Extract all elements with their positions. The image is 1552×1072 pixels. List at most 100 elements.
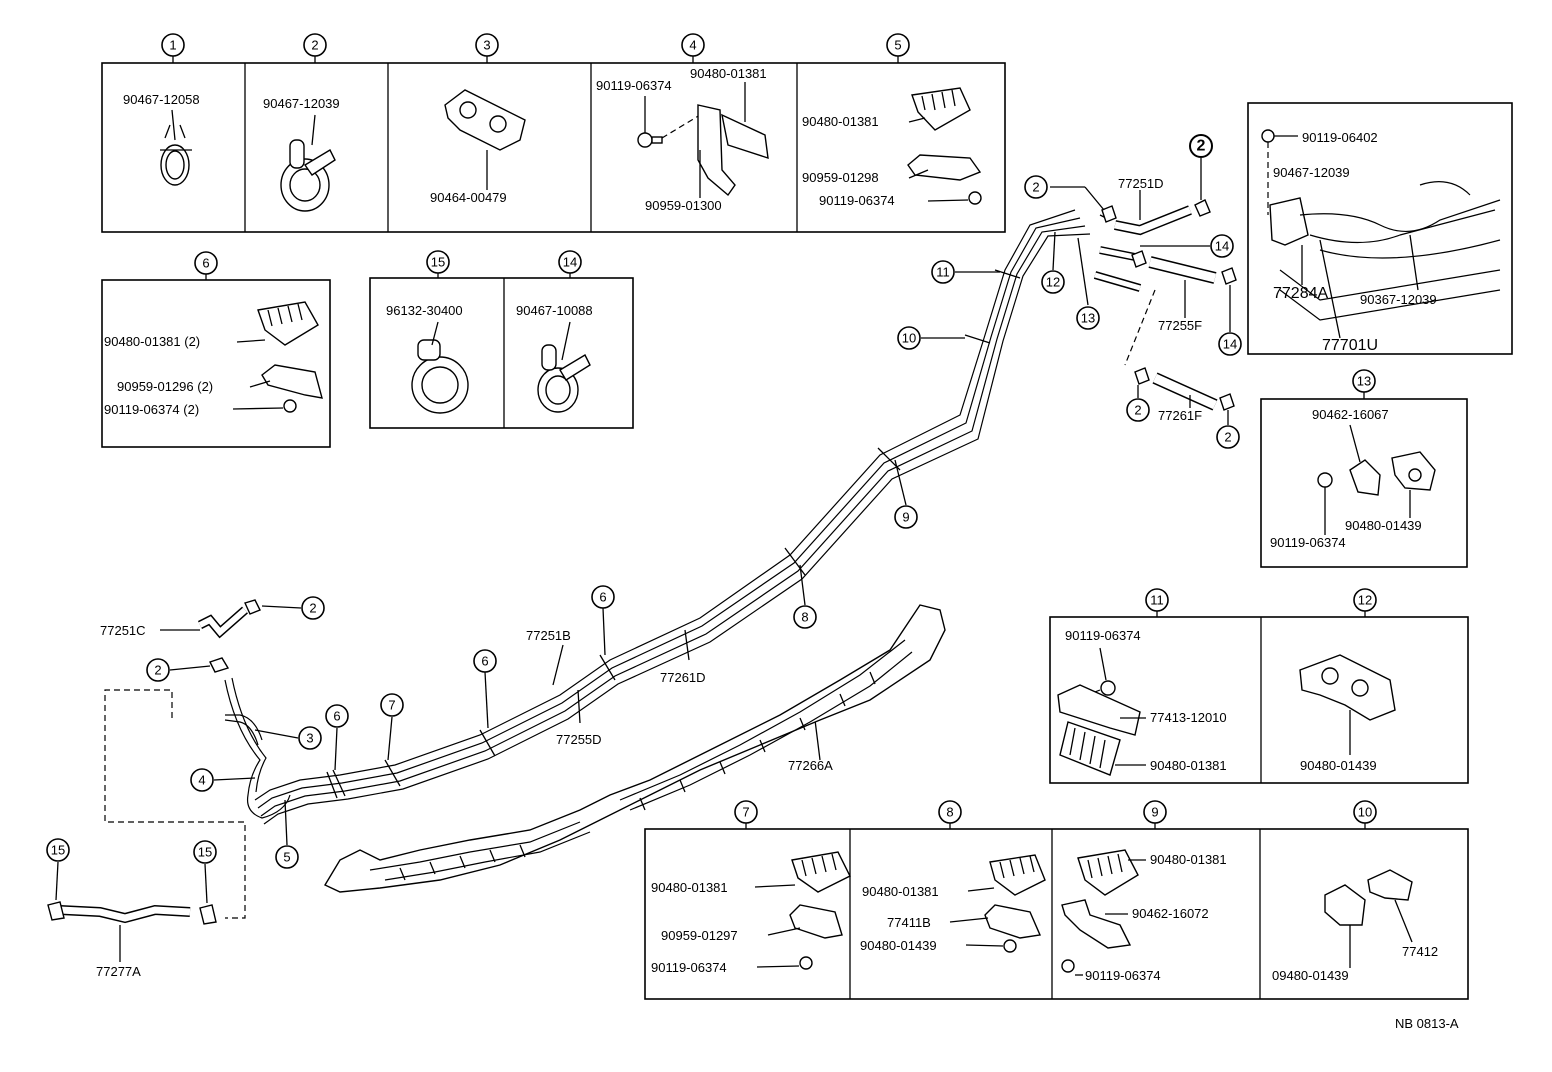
callout-number: 6 (599, 590, 606, 605)
part-number: 90959-01297 (661, 928, 738, 943)
clamp-bracket-part (1057, 647, 1146, 776)
group-8: 8 90480-01381 77411B 90480-01439 (860, 800, 1046, 953)
group-2: 2 90467-12039 (263, 33, 340, 212)
callout-number: 3 (306, 731, 313, 746)
tank-part (1261, 129, 1501, 339)
group-11: 11 90119-06374 77413-12010 90480-01381 (1057, 588, 1227, 776)
part-number: 90480-01439 (1345, 518, 1422, 533)
group-4: 4 90119-06374 90480-01381 90959-01300 (596, 33, 769, 213)
group-14: 14 90467-10088 (516, 250, 593, 413)
callout-number: 15 (51, 843, 65, 858)
group-11-12-box (1049, 616, 1469, 784)
group-6: 6 90480-01381 (2) 90959-01296 (2) 90119-… (101, 251, 331, 448)
part-number: 90480-01381 (651, 880, 728, 895)
drawing-code: NB 0813-A (1395, 1016, 1459, 1031)
callout-number: 6 (333, 709, 340, 724)
part-number: 90480-01381 (862, 884, 939, 899)
part-number: 77251C (100, 623, 146, 638)
callout-number: 4 (198, 773, 205, 788)
part-number: 77251B (526, 628, 571, 643)
callout-number: 2 (309, 601, 316, 616)
callout-number: 2 (1032, 180, 1039, 195)
callout-number: 13 (1081, 311, 1095, 326)
part-number: 90119-06374 (2) (104, 402, 199, 417)
part-number: 09480-01439 (1272, 968, 1349, 983)
clamp-part (1299, 654, 1396, 755)
callout-number: 10 (902, 331, 916, 346)
part-number: 77412 (1402, 944, 1438, 959)
hose-clip-part (160, 109, 192, 186)
part-number: 90464-00479 (430, 190, 507, 205)
clamp-set-part (754, 851, 851, 970)
callout-number: 7 (388, 698, 395, 713)
part-number: 90462-16067 (1312, 407, 1389, 422)
part-number: 90119-06374 (1065, 628, 1141, 643)
callout-number: 13 (1357, 374, 1371, 389)
callout-number: 11 (936, 265, 950, 280)
callout-number: 1 (169, 38, 176, 53)
part-number: 90467-12039 (1273, 165, 1350, 180)
callout-number: 2 (1224, 430, 1231, 445)
clamp-set-part (1061, 849, 1146, 976)
part-number: 90462-16072 (1132, 906, 1209, 921)
group-3: 3 90464-00479 (430, 33, 526, 205)
callout-number: 9 (902, 510, 909, 525)
part-number: 77266A (788, 758, 833, 773)
callout-number: 2 (154, 663, 161, 678)
part-number: 77284A (1273, 285, 1328, 302)
clamp-part (444, 89, 526, 190)
callout-number: 2 (1197, 138, 1206, 155)
part-number: 90467-10088 (516, 303, 593, 318)
part-number: 90119-06402 (1302, 130, 1378, 145)
callout-number: 6 (202, 256, 209, 271)
callout-number: 5 (894, 38, 901, 53)
fuel-line-assembly (47, 158, 1237, 962)
tank-inset: 90119-06402 90467-12039 77284A 90367-120… (1247, 102, 1513, 355)
part-number: 96132-30400 (386, 303, 463, 318)
group-15: 15 96132-30400 (386, 250, 469, 414)
part-number: 77255F (1158, 318, 1202, 333)
callout-number: 7 (742, 805, 749, 820)
part-number: 77251D (1118, 176, 1164, 191)
main-callouts: 2 2 14 14 2 2 11 10 12 13 9 8 6 6 7 6 3 … (46, 134, 1242, 869)
part-number: 90367-12039 (1360, 292, 1437, 307)
clip-part (1317, 424, 1436, 535)
callout-number: 14 (1215, 239, 1229, 254)
part-number: 90119-06374 (1085, 968, 1161, 983)
callout-number: 5 (283, 850, 290, 865)
part-number: 90119-06374 (596, 78, 672, 93)
part-number: 77411B (887, 915, 931, 930)
callout-number: 12 (1358, 593, 1372, 608)
callout-number: 4 (689, 38, 696, 53)
group-15-14-box (369, 277, 634, 429)
group-7: 7 90480-01381 90959-01297 90119-06374 (651, 800, 851, 975)
group-5: 5 90480-01381 90959-01298 90119-06374 (802, 33, 982, 208)
part-number: 90119-06374 (819, 193, 895, 208)
callout-number: 2 (311, 38, 318, 53)
callout-number: 6 (481, 654, 488, 669)
clamp-set-part (232, 301, 323, 413)
callout-number: 14 (1223, 337, 1237, 352)
part-number: 90119-06374 (651, 960, 727, 975)
part-number: 77277A (96, 964, 141, 979)
group-13: 13 90462-16067 90480-01439 90119-06374 (1260, 369, 1468, 568)
top-row-box (101, 62, 1006, 233)
part-number: 77255D (556, 732, 602, 747)
part-number: 90467-12058 (123, 92, 200, 107)
part-number: 90480-01439 (1300, 758, 1377, 773)
callout-number: 2 (1134, 403, 1141, 418)
callout-number: 12 (1046, 275, 1060, 290)
bracket-part (637, 82, 769, 198)
callout-number: 8 (801, 610, 808, 625)
callout-number: 8 (946, 805, 953, 820)
part-number: 90480-01381 (690, 66, 767, 81)
part-number: 90480-01381 (802, 114, 879, 129)
part-number: 77413-12010 (1150, 710, 1227, 725)
bottom-row-box (644, 828, 1469, 1000)
part-number: 90480-01381 (2) (104, 334, 200, 349)
callout-number: 15 (431, 255, 445, 270)
callout-number: 14 (563, 255, 577, 270)
hose-clamp-part (537, 321, 591, 413)
part-number: 77261F (1158, 408, 1202, 423)
